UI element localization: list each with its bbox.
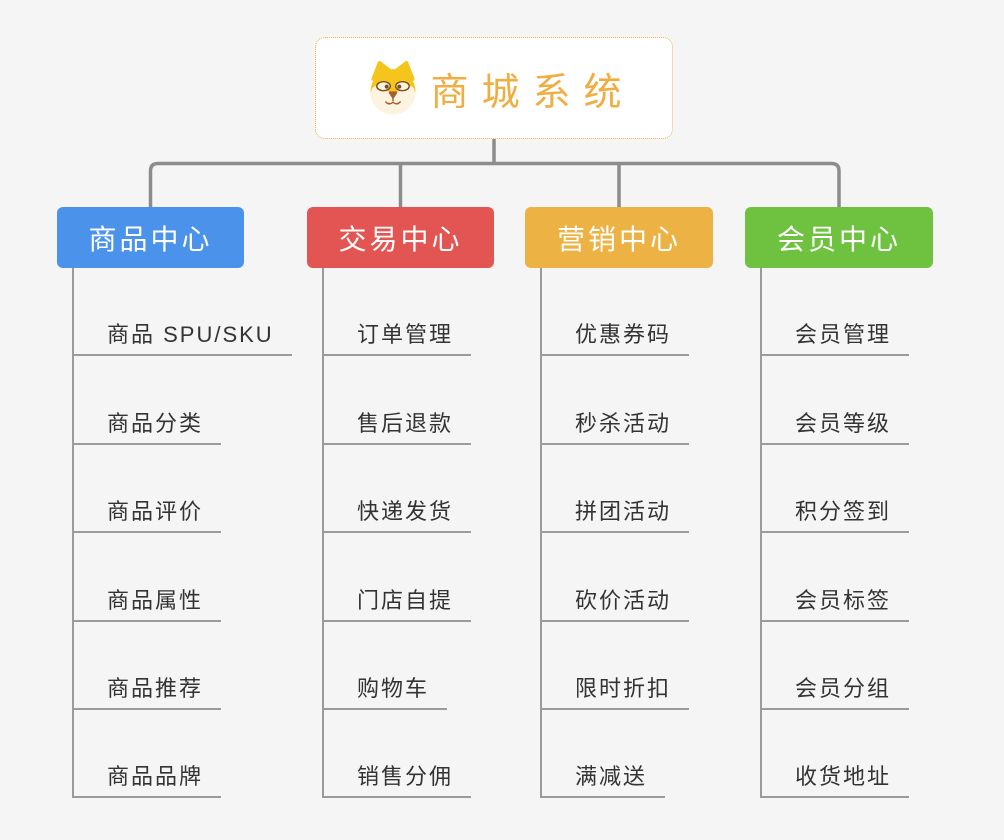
leaf-node[interactable]: 商品品牌	[72, 710, 222, 799]
branch-leaves: 会员管理 会员等级 积分签到 会员标签 会员分组 收货地址	[760, 268, 910, 799]
leaf-node[interactable]: 订单管理	[322, 268, 472, 357]
leaf-node[interactable]: 销售分佣	[322, 710, 472, 799]
branch-trade-center: 交易中心 订单管理 售后退款 快递发货 门店自提 购物车 销售分佣	[307, 207, 494, 799]
branch-node-member-center[interactable]: 会员中心	[745, 207, 933, 268]
branch-node-marketing-center[interactable]: 营销中心	[525, 207, 713, 268]
leaf-node[interactable]: 快递发货	[322, 445, 472, 534]
leaf-node[interactable]: 砍价活动	[540, 533, 690, 622]
leaf-node[interactable]: 会员等级	[760, 356, 910, 445]
root-node-title: 商城系统	[430, 71, 635, 114]
leaf-node[interactable]: 限时折扣	[540, 622, 690, 710]
branch-node-trade-center[interactable]: 交易中心	[307, 207, 494, 268]
leaf-node[interactable]: 秒杀活动	[540, 356, 690, 445]
leaf-node[interactable]: 商品推荐	[72, 622, 222, 710]
leaf-node[interactable]: 购物车	[322, 622, 448, 710]
leaf-node[interactable]: 商品评价	[72, 445, 222, 534]
leaf-node[interactable]: 售后退款	[322, 356, 472, 445]
dog-face-icon	[370, 61, 416, 115]
leaf-node[interactable]: 会员分组	[760, 622, 910, 710]
leaf-node[interactable]: 门店自提	[322, 533, 472, 622]
leaf-node[interactable]: 收货地址	[760, 710, 910, 799]
leaf-node[interactable]: 优惠券码	[540, 268, 690, 357]
root-node-mall-system[interactable]: 商城系统	[315, 37, 673, 139]
leaf-node[interactable]: 会员标签	[760, 533, 910, 622]
branch-leaves: 商品 SPU/SKU 商品分类 商品评价 商品属性 商品推荐 商品品牌	[72, 268, 292, 799]
leaf-node[interactable]: 会员管理	[760, 268, 910, 357]
branch-leaves: 订单管理 售后退款 快递发货 门店自提 购物车 销售分佣	[322, 268, 472, 799]
branch-leaves: 优惠券码 秒杀活动 拼团活动 砍价活动 限时折扣 满减送	[540, 268, 690, 799]
branch-marketing-center: 营销中心 优惠券码 秒杀活动 拼团活动 砍价活动 限时折扣 满减送	[525, 207, 713, 799]
leaf-node[interactable]: 满减送	[540, 710, 666, 799]
branch-member-center: 会员中心 会员管理 会员等级 积分签到 会员标签 会员分组 收货地址	[745, 207, 933, 799]
leaf-node[interactable]: 拼团活动	[540, 445, 690, 534]
leaf-node[interactable]: 商品分类	[72, 356, 222, 445]
branch-product-center: 商品中心 商品 SPU/SKU 商品分类 商品评价 商品属性 商品推荐 商品品牌	[57, 207, 292, 799]
branch-node-product-center[interactable]: 商品中心	[57, 207, 244, 268]
leaf-node[interactable]: 积分签到	[760, 445, 910, 534]
leaf-node[interactable]: 商品 SPU/SKU	[72, 268, 292, 357]
leaf-node[interactable]: 商品属性	[72, 533, 222, 622]
